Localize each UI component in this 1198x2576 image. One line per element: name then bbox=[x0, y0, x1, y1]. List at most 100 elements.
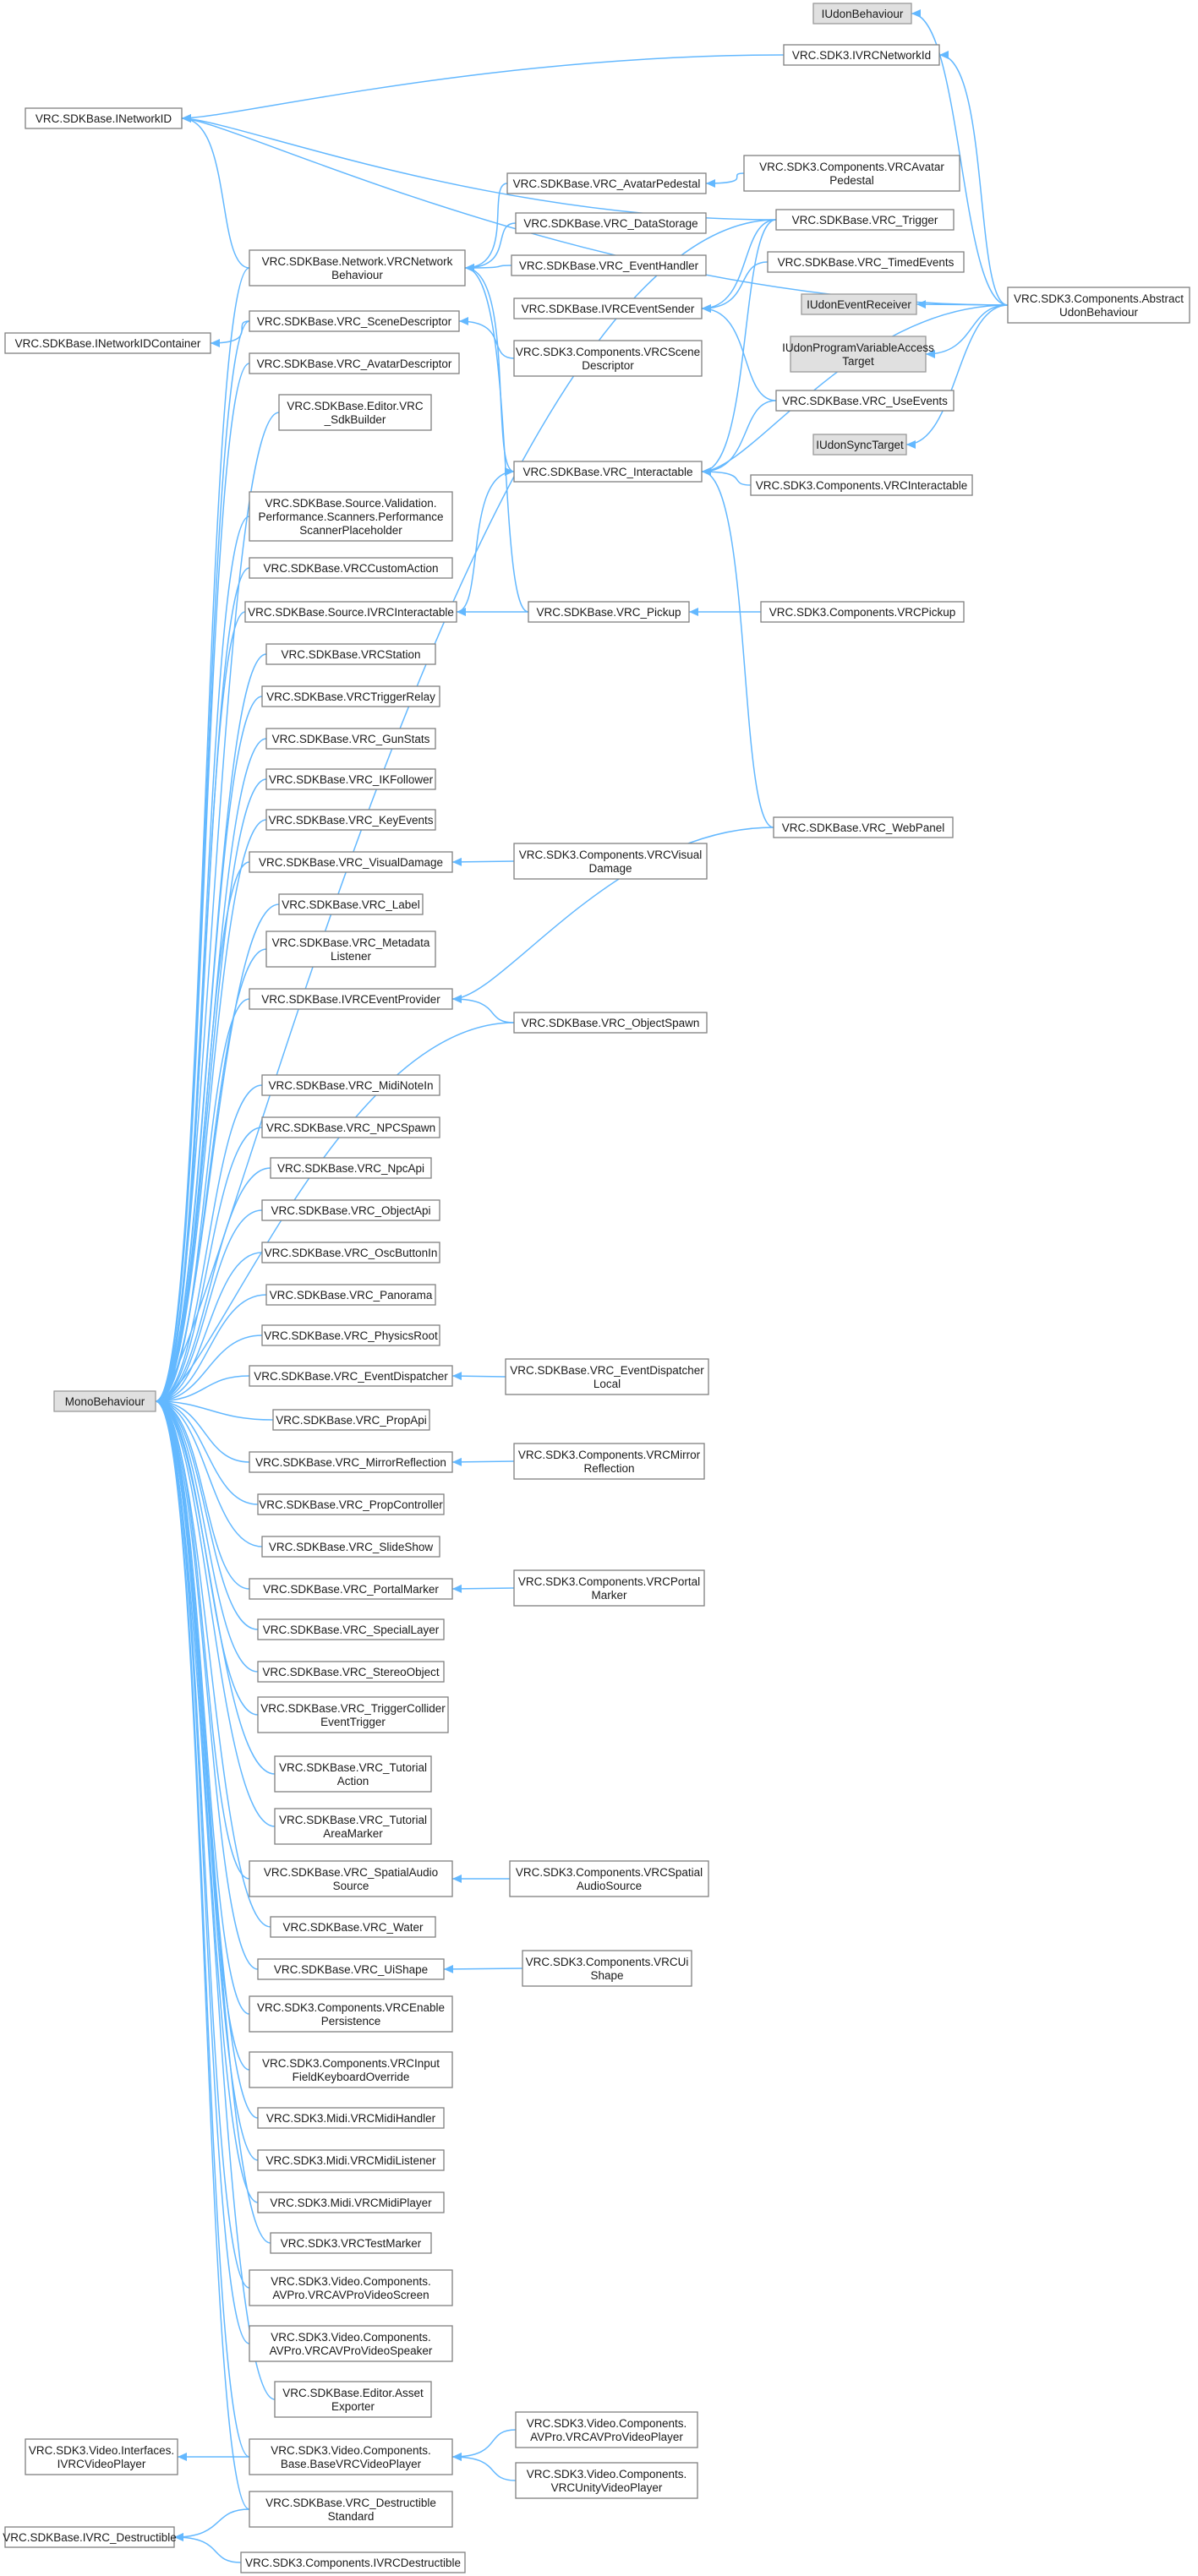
class-node-trigger-collider[interactable]: VRC.SDKBase.VRC_TriggerColliderEventTrig… bbox=[257, 1696, 449, 1733]
class-node-osc-button-in[interactable]: VRC.SDKBase.VRC_OscButtonIn bbox=[261, 1242, 440, 1263]
class-node-inetwork-id[interactable]: VRC.SDKBase.INetworkID bbox=[25, 107, 183, 129]
class-node-avpro-screen[interactable]: VRC.SDK3.Video.Components.AVPro.VRCAVPro… bbox=[249, 2269, 453, 2306]
class-node-test-marker[interactable]: VRC.SDK3.VRCTestMarker bbox=[270, 2232, 432, 2254]
class-node-spatial-audio3[interactable]: VRC.SDK3.Components.VRCSpatialAudioSourc… bbox=[509, 1860, 709, 1897]
class-node-npcspawn[interactable]: VRC.SDKBase.VRC_NPCSpawn bbox=[261, 1116, 440, 1138]
class-node-trigger-relay[interactable]: VRC.SDKBase.VRCTriggerRelay bbox=[261, 685, 440, 707]
class-label: VRC.SDKBase.IVRCEventProvider bbox=[261, 993, 440, 1006]
class-node-data-storage[interactable]: VRC.SDKBase.VRC_DataStorage bbox=[515, 212, 707, 234]
class-node-scene-descriptor[interactable]: VRC.SDKBase.VRC_SceneDescriptor bbox=[249, 310, 460, 332]
class-node-input-field-keyboard[interactable]: VRC.SDK3.Components.VRCInputFieldKeyboar… bbox=[249, 2051, 453, 2088]
class-node-visual-damage[interactable]: VRC.SDKBase.VRC_VisualDamage bbox=[249, 851, 453, 873]
class-node-iudon-behaviour[interactable]: IUdonBehaviour bbox=[812, 3, 912, 25]
class-node-interactable[interactable]: VRC.SDKBase.VRC_Interactable bbox=[513, 461, 703, 483]
class-node-iudon-sync-target[interactable]: IUdonSyncTarget bbox=[812, 434, 907, 456]
class-node-station[interactable]: VRC.SDKBase.VRCStation bbox=[265, 643, 436, 665]
class-node-avatar-pedestal[interactable]: VRC.SDKBase.VRC_AvatarPedestal bbox=[506, 172, 707, 194]
class-node-event-handler[interactable]: VRC.SDKBase.VRC_EventHandler bbox=[511, 254, 707, 276]
class-node-midi-handler[interactable]: VRC.SDK3.Midi.VRCMidiHandler bbox=[257, 2107, 445, 2129]
class-box bbox=[812, 3, 912, 25]
edge-slide-show-to-mono-behaviour bbox=[155, 1400, 263, 1547]
class-node-base-vrcvideo-player[interactable]: VRC.SDK3.Video.Components.Base.BaseVRCVi… bbox=[249, 2438, 453, 2475]
arrowhead bbox=[916, 300, 927, 309]
class-node-water[interactable]: VRC.SDKBase.VRC_Water bbox=[270, 1916, 436, 1938]
class-node-ivrcnetwork-id[interactable]: VRC.SDK3.IVRCNetworkId bbox=[783, 44, 940, 66]
class-node-iudon-event-receiver[interactable]: IUdonEventReceiver bbox=[801, 293, 917, 315]
class-node-inetwork-idcontainer[interactable]: VRC.SDKBase.INetworkIDContainer bbox=[4, 332, 211, 354]
class-node-portal-marker[interactable]: VRC.SDKBase.VRC_PortalMarker bbox=[249, 1578, 453, 1600]
class-node-ivrcevent-sender[interactable]: VRC.SDKBase.IVRCEventSender bbox=[513, 297, 703, 319]
class-node-key-events[interactable]: VRC.SDKBase.VRC_KeyEvents bbox=[265, 809, 436, 831]
class-node-object-api[interactable]: VRC.SDKBase.VRC_ObjectApi bbox=[261, 1199, 440, 1221]
class-node-panorama[interactable]: VRC.SDKBase.VRC_Panorama bbox=[265, 1284, 436, 1306]
class-node-pickup[interactable]: VRC.SDKBase.VRC_Pickup bbox=[528, 601, 690, 623]
class-node-trigger[interactable]: VRC.SDKBase.VRC_Trigger bbox=[775, 209, 955, 231]
class-node-npc-api[interactable]: VRC.SDKBase.VRC_NpcApi bbox=[270, 1157, 432, 1179]
class-label: VRC.SDKBase.VRC_Tutorial bbox=[279, 1814, 427, 1826]
class-node-midi-player[interactable]: VRC.SDK3.Midi.VRCMidiPlayer bbox=[257, 2191, 445, 2213]
class-node-ui-shape[interactable]: VRC.SDKBase.VRC_UiShape bbox=[257, 1958, 445, 1980]
class-node-event-dispatcher[interactable]: VRC.SDKBase.VRC_EventDispatcher bbox=[249, 1365, 453, 1387]
class-node-unity-video-player[interactable]: VRC.SDK3.Video.Components.VRCUnityVideoP… bbox=[515, 2462, 698, 2499]
class-node-ivrcdestructible3[interactable]: VRC.SDK3.Components.IVRCDestructible bbox=[240, 2551, 466, 2573]
class-node-special-layer[interactable]: VRC.SDKBase.VRC_SpecialLayer bbox=[257, 1618, 445, 1640]
edge-visual-damage3-to-visual-damage bbox=[451, 860, 515, 863]
class-label: AudioSource bbox=[577, 1880, 642, 1892]
class-node-pickup3[interactable]: VRC.SDK3.Components.VRCPickup bbox=[760, 601, 965, 623]
class-node-perf-scanner[interactable]: VRC.SDKBase.Source.Validation.Performanc… bbox=[249, 491, 453, 542]
class-node-slide-show[interactable]: VRC.SDKBase.VRC_SlideShow bbox=[261, 1536, 440, 1558]
class-node-use-events[interactable]: VRC.SDKBase.VRC_UseEvents bbox=[775, 390, 955, 412]
class-node-mirror-reflection[interactable]: VRC.SDKBase.VRC_MirrorReflection bbox=[249, 1451, 453, 1473]
class-label: VRC.SDKBase.VRC_SpecialLayer bbox=[263, 1624, 440, 1636]
class-box bbox=[261, 1199, 440, 1221]
class-node-sdk-builder[interactable]: VRC.SDKBase.Editor.VRC_SdkBuilder bbox=[278, 394, 432, 431]
class-node-avatar-descriptor[interactable]: VRC.SDKBase.VRC_AvatarDescriptor bbox=[249, 352, 460, 374]
class-node-physics-root[interactable]: VRC.SDKBase.VRC_PhysicsRoot bbox=[261, 1324, 440, 1346]
class-node-interactable3[interactable]: VRC.SDK3.Components.VRCInteractable bbox=[750, 474, 973, 496]
class-node-ikfollower[interactable]: VRC.SDKBase.VRC_IKFollower bbox=[265, 768, 436, 790]
class-node-avpro-speaker[interactable]: VRC.SDK3.Video.Components.AVPro.VRCAVPro… bbox=[249, 2325, 453, 2362]
class-node-abstract-udon[interactable]: VRC.SDK3.Components.AbstractUdonBehaviou… bbox=[1007, 287, 1190, 324]
class-box bbox=[270, 1157, 432, 1179]
class-label: VRC.SDKBase.VRC_IKFollower bbox=[269, 773, 434, 786]
class-node-object-spawn[interactable]: VRC.SDKBase.VRC_ObjectSpawn bbox=[513, 1012, 708, 1034]
class-node-gun-stats[interactable]: VRC.SDKBase.VRC_GunStats bbox=[265, 728, 436, 750]
class-node-mono-behaviour[interactable]: MonoBehaviour bbox=[53, 1390, 156, 1412]
class-node-avpro-video-player[interactable]: VRC.SDK3.Video.Components.AVPro.VRCAVPro… bbox=[515, 2411, 698, 2448]
edge-web-panel-to-ivrcevent-provider bbox=[451, 827, 774, 1000]
class-node-ivrc-destructible[interactable]: VRC.SDKBase.IVRC_Destructible bbox=[3, 2526, 177, 2548]
class-node-prop-controller[interactable]: VRC.SDKBase.VRC_PropController bbox=[257, 1493, 445, 1515]
edge-avatar-descriptor-to-mono-behaviour bbox=[155, 363, 250, 1402]
class-node-prop-api[interactable]: VRC.SDKBase.VRC_PropApi bbox=[272, 1409, 430, 1431]
class-node-timed-events[interactable]: VRC.SDKBase.VRC_TimedEvents bbox=[767, 251, 965, 273]
class-node-ivrcvideo-player[interactable]: VRC.SDK3.Video.Interfaces.IVRCVideoPlaye… bbox=[25, 2438, 178, 2475]
class-node-midi-note-in[interactable]: VRC.SDKBase.VRC_MidiNoteIn bbox=[261, 1074, 440, 1096]
class-node-web-panel[interactable]: VRC.SDKBase.VRC_WebPanel bbox=[773, 816, 954, 838]
class-node-midi-listener[interactable]: VRC.SDK3.Midi.VRCMidiListener bbox=[257, 2149, 445, 2171]
class-label: VRC.SDKBase.VRC_Trigger bbox=[792, 214, 938, 226]
class-node-custom-action[interactable]: VRC.SDKBase.VRCCustomAction bbox=[249, 557, 453, 579]
class-node-label[interactable]: VRC.SDKBase.VRC_Label bbox=[278, 893, 424, 915]
class-label: VRC.SDKBase.VRC_Water bbox=[282, 1921, 424, 1934]
class-node-stereo-object[interactable]: VRC.SDKBase.VRC_StereoObject bbox=[257, 1661, 445, 1683]
class-label: VRC.SDK3.Components.VRCPickup bbox=[769, 606, 956, 619]
class-node-ivrcevent-provider[interactable]: VRC.SDKBase.IVRCEventProvider bbox=[249, 988, 453, 1010]
class-box bbox=[743, 155, 960, 192]
class-node-ivrcinteractable[interactable]: VRC.SDKBase.Source.IVRCInteractable bbox=[244, 601, 457, 623]
